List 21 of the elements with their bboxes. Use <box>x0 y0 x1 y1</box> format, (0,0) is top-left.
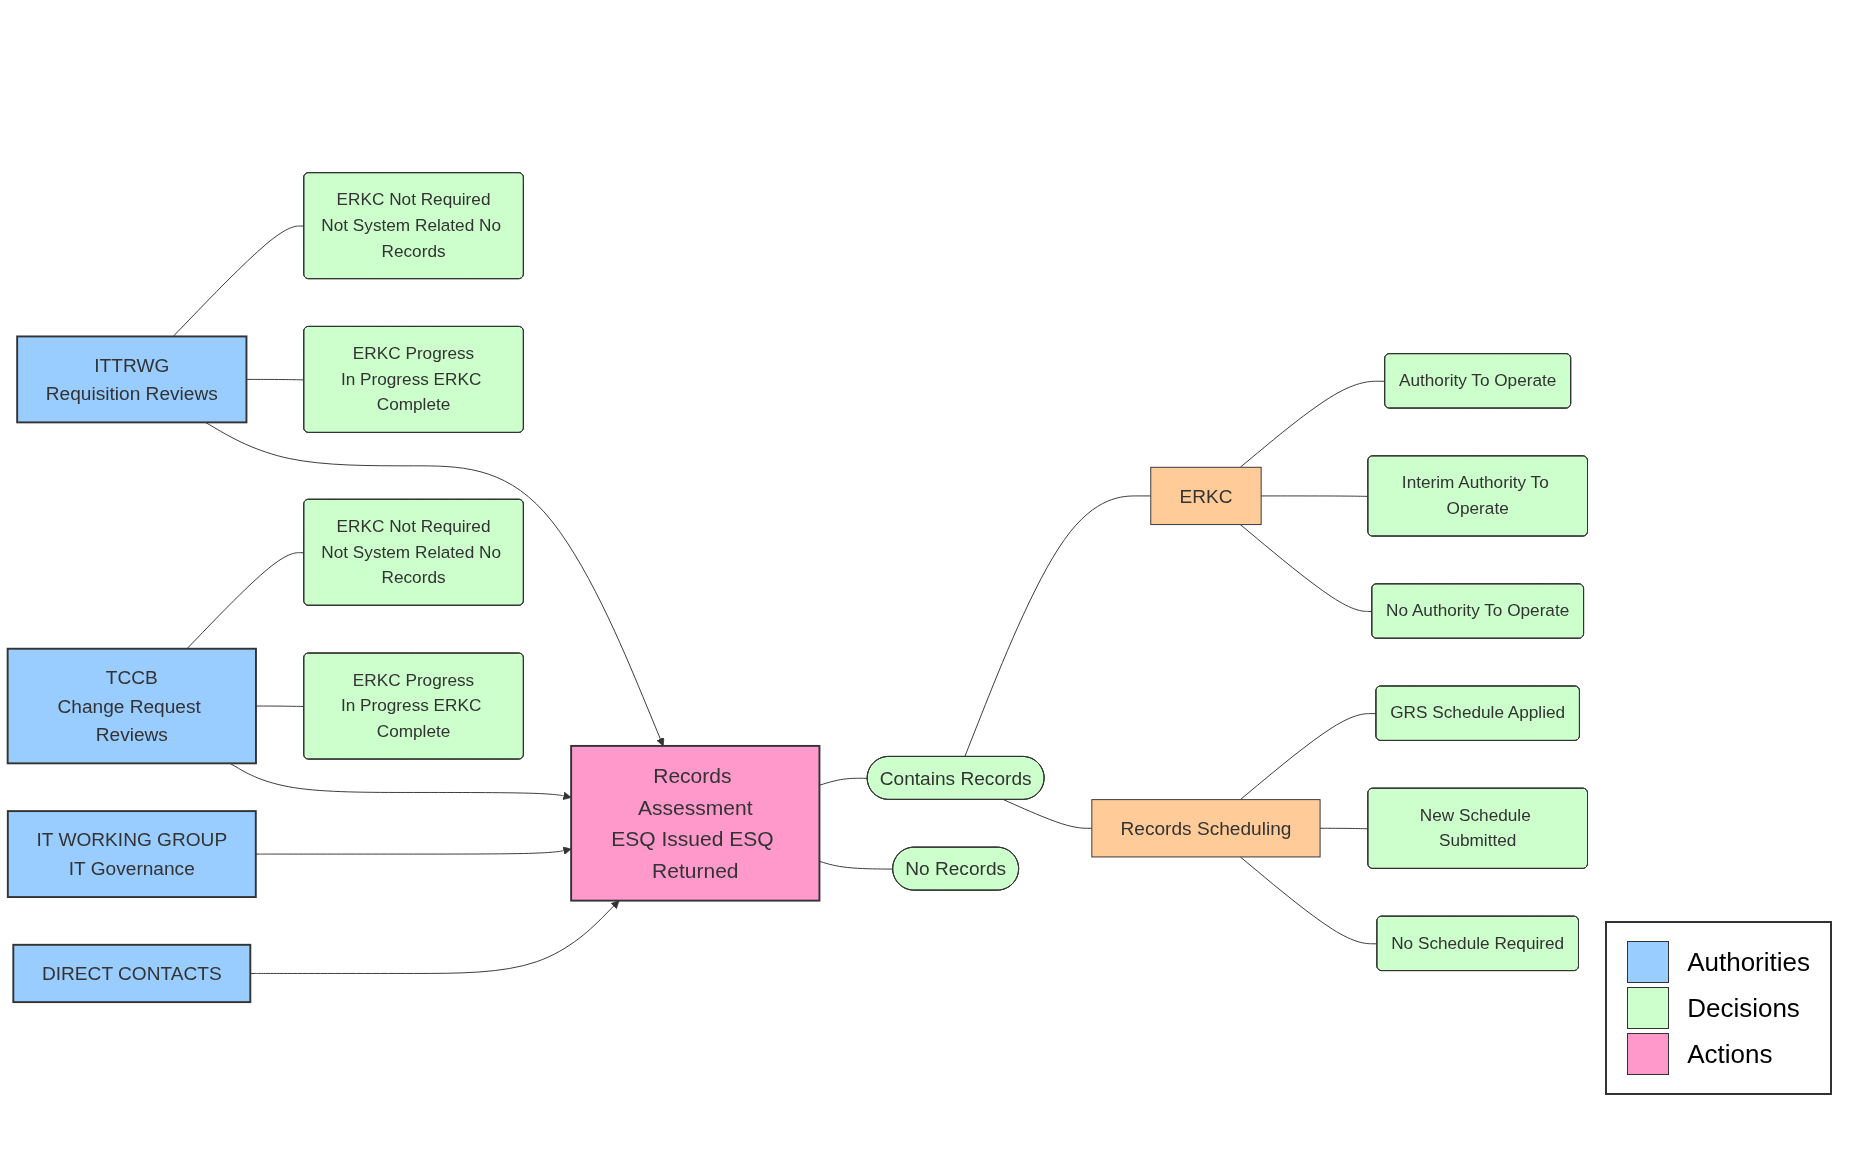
connector <box>1239 856 1378 945</box>
connector <box>1003 799 1093 829</box>
node-box: DIRECT CONTACTS <box>12 943 252 1004</box>
connector <box>1239 524 1373 613</box>
connector <box>1239 380 1386 468</box>
node-box: TCCB Change Request Reviews <box>6 647 257 765</box>
connector <box>255 705 305 708</box>
node-box: Records Assessment ESQ Issued ESQ Returned <box>570 745 821 902</box>
connector <box>1239 713 1377 801</box>
legend-label: Authorities <box>1687 946 1810 978</box>
node-box: ERKC <box>1150 466 1262 526</box>
connector <box>1260 495 1369 497</box>
legend-label: Actions <box>1687 1038 1773 1070</box>
node-box: ITTRWG Requisition Reviews <box>16 335 248 424</box>
connector <box>1319 827 1369 830</box>
connector <box>964 495 1152 758</box>
node-box: IT WORKING GROUP IT Governance <box>6 810 257 899</box>
connector <box>172 225 305 338</box>
legend-label: Decisions <box>1687 992 1800 1024</box>
node-box: Records Scheduling <box>1091 799 1321 858</box>
connector <box>186 552 305 650</box>
